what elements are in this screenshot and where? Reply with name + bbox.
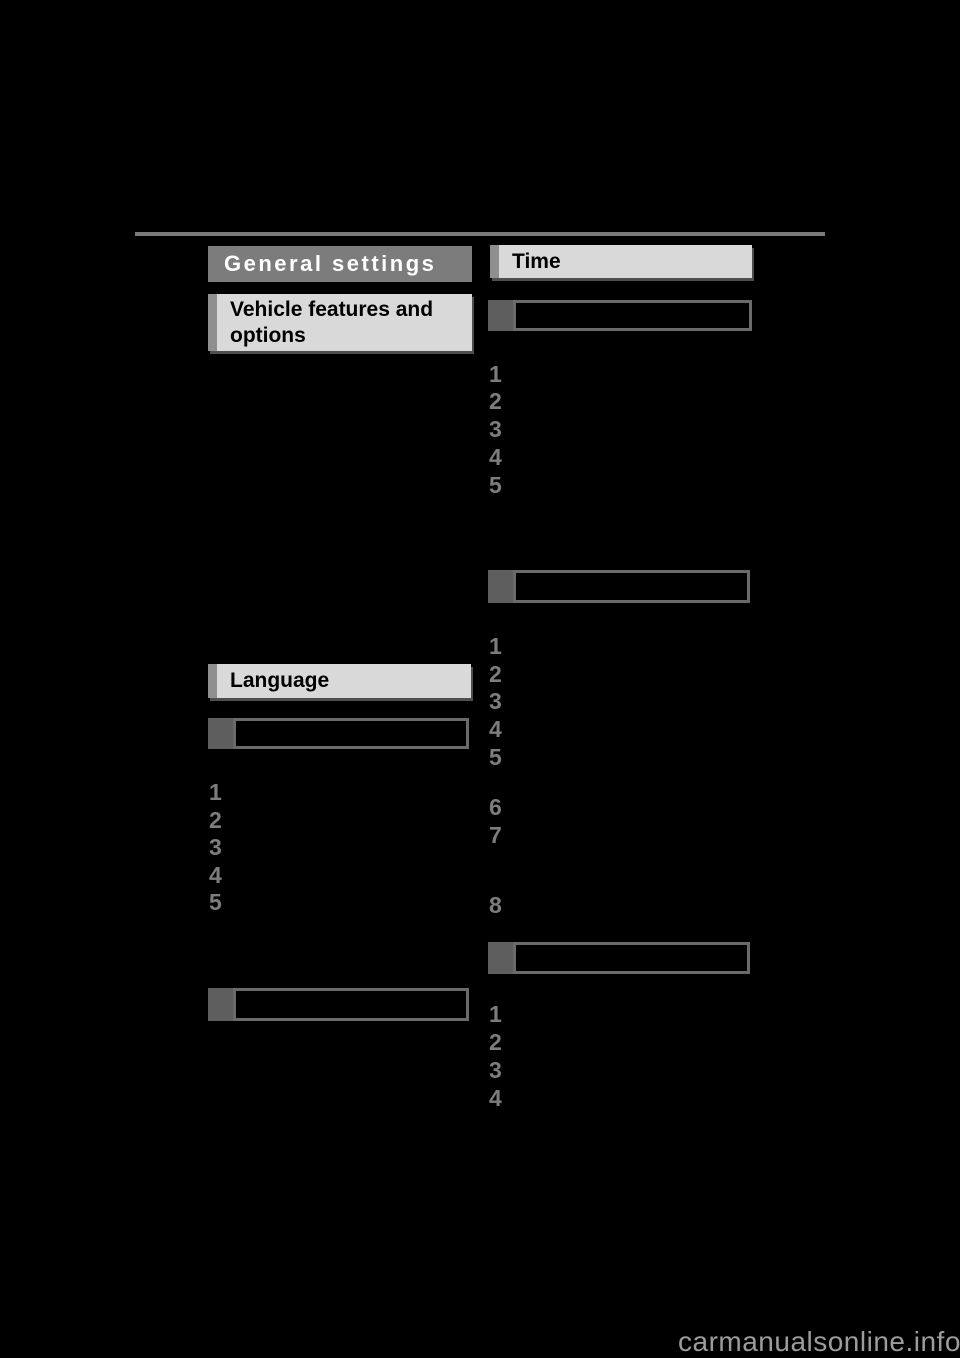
vehicle-features-heading-label: Vehicle features and options bbox=[230, 298, 434, 347]
step-heading-marker bbox=[208, 988, 233, 1021]
step-heading-marker bbox=[488, 300, 513, 331]
language-heading: Language bbox=[208, 664, 471, 698]
step-number: 3 bbox=[489, 1057, 502, 1083]
general-settings-heading-label: General settings bbox=[224, 251, 437, 276]
step-heading-box-time-1 bbox=[488, 300, 752, 331]
step-heading-marker bbox=[488, 942, 513, 974]
step-heading-frame bbox=[513, 942, 750, 974]
step-number: 3 bbox=[489, 416, 502, 442]
step-number: 1 bbox=[489, 361, 502, 387]
step-heading-frame bbox=[513, 300, 752, 331]
step-heading-frame bbox=[233, 988, 469, 1021]
time-heading: Time bbox=[490, 245, 752, 278]
step-number: 1 bbox=[489, 633, 502, 659]
time-heading-label: Time bbox=[512, 249, 561, 273]
step-heading-box-language-2 bbox=[208, 988, 469, 1021]
step-number: 7 bbox=[489, 822, 502, 848]
step-number: 4 bbox=[489, 716, 502, 742]
step-number: 3 bbox=[489, 688, 502, 714]
step-heading-frame bbox=[233, 718, 469, 749]
step-number: 5 bbox=[489, 744, 502, 770]
step-number: 1 bbox=[489, 1001, 502, 1027]
step-number: 4 bbox=[489, 444, 502, 470]
step-number: 1 bbox=[209, 779, 222, 805]
step-heading-box-time-3 bbox=[488, 942, 750, 974]
step-number: 2 bbox=[209, 807, 222, 833]
step-number: 2 bbox=[489, 661, 502, 687]
step-heading-marker bbox=[208, 718, 233, 749]
step-heading-marker bbox=[488, 570, 513, 603]
step-number: 2 bbox=[489, 388, 502, 414]
step-heading-box-language-1 bbox=[208, 718, 469, 749]
step-number: 4 bbox=[209, 862, 222, 888]
general-settings-heading: General settings bbox=[208, 246, 472, 282]
step-heading-box-time-2 bbox=[488, 570, 750, 603]
watermark-text: carmanualsonline.info bbox=[678, 1326, 960, 1357]
step-heading-frame bbox=[513, 570, 750, 603]
step-number: 5 bbox=[209, 889, 222, 915]
step-number: 8 bbox=[489, 892, 502, 918]
step-number: 4 bbox=[489, 1085, 502, 1111]
step-number: 3 bbox=[209, 834, 222, 860]
vehicle-features-heading: Vehicle features and options bbox=[208, 294, 472, 351]
step-number: 2 bbox=[489, 1029, 502, 1055]
step-number: 5 bbox=[489, 472, 502, 498]
section-divider-rule bbox=[135, 232, 825, 236]
language-heading-label: Language bbox=[230, 669, 330, 692]
step-number: 6 bbox=[489, 794, 502, 820]
